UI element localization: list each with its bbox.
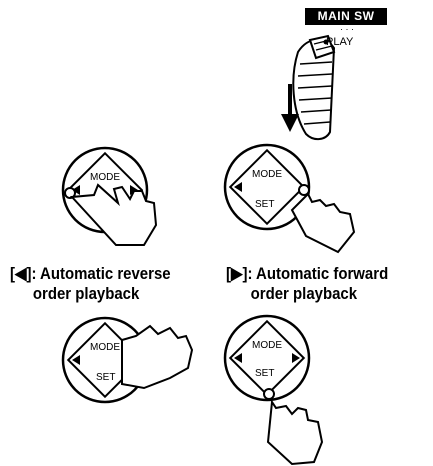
forward-caption-line1: [▶]: Automatic forward bbox=[226, 264, 389, 283]
reverse-caption-line1: [◀]: Automatic reverse bbox=[10, 264, 171, 283]
press-point-icon bbox=[64, 187, 76, 199]
play-position-label: PLAY bbox=[326, 36, 354, 48]
main-switch-badge: MAIN SW bbox=[305, 8, 387, 25]
mode-label: MODE bbox=[252, 169, 282, 180]
mode-label: MODE bbox=[90, 342, 120, 353]
forward-caption-line2: order playback bbox=[250, 284, 358, 303]
left-arrow-icon bbox=[72, 355, 80, 365]
mode-label: MODE bbox=[90, 172, 120, 183]
press-point-icon bbox=[298, 184, 310, 196]
press-point-icon bbox=[263, 388, 275, 400]
reverse-caption-line2: order playback bbox=[32, 284, 140, 303]
hand-icon bbox=[290, 192, 356, 254]
left-arrow-icon bbox=[234, 182, 242, 192]
set-label: SET bbox=[255, 368, 274, 379]
hand-icon bbox=[266, 399, 324, 466]
forward-playback-caption: [▶]: Automatic forward order playback bbox=[226, 264, 388, 304]
switch-ridges bbox=[297, 61, 333, 125]
set-label: SET bbox=[96, 372, 115, 383]
left-arrow-icon bbox=[234, 353, 242, 363]
right-arrow-icon bbox=[292, 353, 300, 363]
dial-reverse-release: MODE SET bbox=[61, 316, 194, 404]
dial-reverse-press: MODE SET bbox=[61, 146, 158, 246]
left-arrow-icon bbox=[72, 185, 80, 195]
hand-icon bbox=[69, 183, 158, 246]
dial-set-press: MODE SET bbox=[223, 314, 324, 466]
play-position-dot bbox=[323, 39, 329, 45]
mode-label: MODE bbox=[252, 340, 282, 351]
dial-forward-press: MODE SET bbox=[223, 143, 356, 254]
reverse-playback-caption: [◀]: Automatic reverse order playback bbox=[10, 264, 171, 304]
rotate-arrow-head bbox=[281, 114, 299, 132]
switch-marks: · · · bbox=[340, 24, 354, 34]
set-label: SET bbox=[255, 199, 274, 210]
main-switch-illustration: · · · bbox=[281, 24, 354, 140]
hand-icon bbox=[121, 324, 194, 390]
